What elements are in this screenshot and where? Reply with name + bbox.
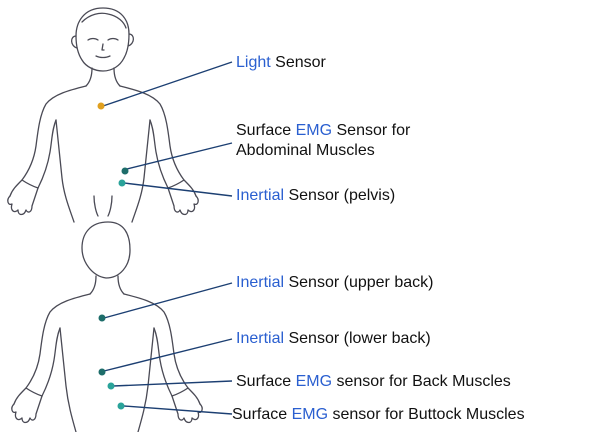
- label-prefix: Surface: [236, 122, 296, 139]
- label-text: Sensor (upper back): [284, 274, 433, 291]
- leader-upper-back-inertial: [104, 283, 232, 318]
- leader-pelvis-inertial: [124, 183, 232, 196]
- label-text: Sensor (lower back): [284, 330, 431, 347]
- buttock-emg-sensor-dot: [118, 403, 125, 410]
- label-highlight: EMG: [292, 406, 328, 423]
- label-light-sensor: Light Sensor: [236, 53, 326, 73]
- label-line-2: Abdominal Muscles: [236, 141, 410, 161]
- leader-back-emg: [113, 381, 232, 386]
- label-abdominal-emg: Surface EMG Sensor for Abdominal Muscles: [236, 121, 410, 161]
- label-prefix: Surface: [236, 373, 296, 390]
- pelvis-inertial-sensor-dot: [119, 180, 126, 187]
- label-prefix: Surface: [232, 406, 292, 423]
- leader-abdominal-emg: [127, 143, 232, 169]
- label-text: Sensor: [271, 54, 326, 71]
- label-buttock-emg: Surface EMG sensor for Buttock Muscles: [232, 405, 525, 425]
- label-lower-back-inertial: Inertial Sensor (lower back): [236, 329, 431, 349]
- label-suffix: Sensor for: [332, 122, 410, 139]
- label-text: Sensor (pelvis): [284, 187, 395, 204]
- label-highlight: Inertial: [236, 330, 284, 347]
- back-emg-sensor-dot: [108, 383, 115, 390]
- leader-light-sensor: [103, 62, 232, 106]
- label-back-emg: Surface EMG sensor for Back Muscles: [236, 372, 511, 392]
- label-highlight: Inertial: [236, 187, 284, 204]
- label-highlight: Inertial: [236, 274, 284, 291]
- label-line-1: Surface EMG Sensor for: [236, 121, 410, 141]
- abdominal-emg-sensor-dot: [122, 168, 129, 175]
- back-body-outline: [12, 222, 202, 432]
- front-body-outline: [8, 8, 198, 222]
- label-highlight: EMG: [296, 373, 332, 390]
- label-pelvis-inertial: Inertial Sensor (pelvis): [236, 186, 395, 206]
- label-highlight: EMG: [296, 122, 332, 139]
- label-text: sensor for Back Muscles: [332, 373, 511, 390]
- leader-lower-back-inertial: [104, 339, 232, 371]
- label-highlight: Light: [236, 54, 271, 71]
- label-upper-back-inertial: Inertial Sensor (upper back): [236, 273, 433, 293]
- upper-back-inertial-sensor-dot: [99, 315, 106, 322]
- label-text: sensor for Buttock Muscles: [328, 406, 525, 423]
- light-sensor-dot: [98, 103, 105, 110]
- lower-back-inertial-sensor-dot: [99, 369, 106, 376]
